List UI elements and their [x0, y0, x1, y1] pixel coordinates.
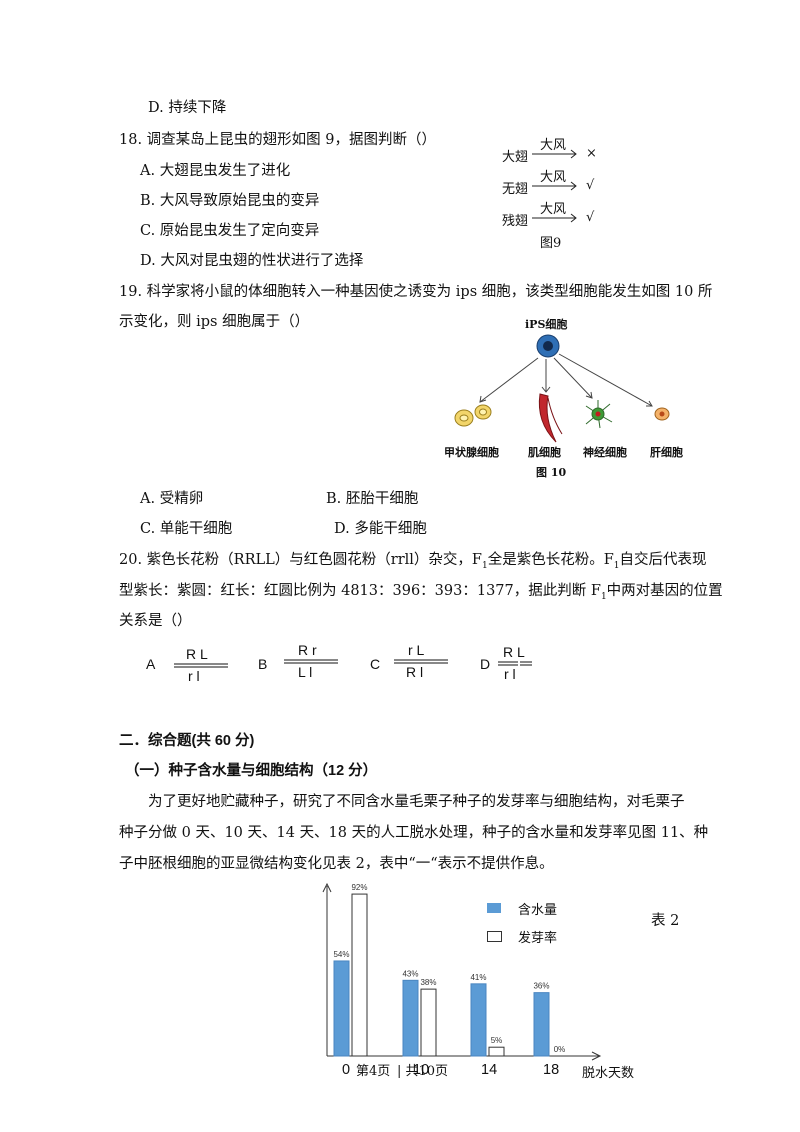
fig10-nerve-label: 神经细胞 [583, 446, 627, 459]
bar-water-18 [533, 992, 550, 1057]
legend-germination-swatch [487, 931, 502, 942]
thyroid-cell-icon [454, 404, 492, 427]
legend-water-swatch [487, 903, 501, 913]
fig9-row1-result: × [586, 146, 597, 161]
table-2-label: 表 2 [651, 913, 680, 929]
q20-option-b-top: R r [298, 642, 317, 658]
fig10-muscle-label: 肌细胞 [528, 446, 561, 459]
fig10-diagram [454, 334, 670, 443]
bar-label-germination-0: 92% [351, 883, 367, 892]
q19-stem-line1: 19. 科学家将小鼠的体细胞转入一种基因使之诱变为 ips 细胞，该类型细胞能发… [119, 284, 713, 300]
q20-chromosome-lines [174, 659, 532, 668]
x-tick-14: 14 [481, 1062, 498, 1078]
q19-stem-line2: 示变化，则 ips 细胞属于（） [119, 314, 310, 330]
bar-label-germination-10: 38% [420, 978, 436, 987]
fig9-row2-result: √ [586, 178, 595, 193]
q20-option-a-letter: A [146, 656, 156, 672]
bar-germination-10 [420, 988, 437, 1057]
q20-option-a-top: R L [186, 646, 208, 662]
fig9-arrows [532, 149, 577, 223]
q20-line3: 关系是（） [119, 613, 192, 629]
q20-line1: 20. 紫色长花粉（RRLL）与红色圆花粉（rrll）杂交，F1全是紫色长花粉。… [119, 552, 707, 571]
q20-option-c-letter: C [370, 656, 381, 672]
q20-option-b-bottom: L l [298, 664, 313, 680]
bar-label-water-0: 54% [333, 950, 349, 959]
legend-water-label: 含水量 [518, 902, 558, 917]
q20-option-d-letter: D [480, 656, 491, 672]
bar-water-10 [402, 979, 419, 1057]
q20-option-d-bottom: r l [504, 666, 516, 682]
muscle-cell-icon [538, 393, 563, 443]
q18-option-a: A. 大翅昆虫发生了进化 [140, 163, 291, 179]
liver-cell-icon [654, 407, 670, 421]
q19-option-c: C. 单能干细胞 [140, 521, 233, 537]
section2-paragraph-line2: 种子分做 0 天、10 天、14 天、18 天的人工脱水处理，种子的含水量和发芽… [119, 825, 709, 841]
section2-title: 二．综合题(共 60 分) [119, 733, 255, 749]
q20-option-c-bottom: R l [406, 664, 424, 680]
q17-option-d: D. 持续下降 [148, 100, 227, 116]
bar-water-0 [333, 960, 350, 1057]
q20-option-d-top: R L [503, 644, 525, 660]
figure-10: iPS细胞 [440, 314, 700, 484]
footer-total-pages: | 共10页 [397, 1064, 449, 1079]
y-axis-arrow [322, 882, 332, 893]
fig9-row3-result: √ [586, 210, 595, 225]
x-tick-0: 0 [342, 1062, 351, 1078]
bar-label-water-14: 41% [470, 973, 486, 982]
q19-option-a: A. 受精卵 [140, 491, 204, 507]
q20-line2: 型紫长：紫圆：红长：红圆比例为 4813：396：393：1377，据此判断 F… [119, 583, 723, 602]
fig9-row3-label: 残翅 [502, 214, 529, 229]
fig10-caption: 图 10 [536, 466, 567, 479]
fig9-row1-arrow-label: 大风 [540, 138, 567, 153]
footer-page-number: 第4页 [356, 1064, 391, 1079]
x-axis-arrow [591, 1051, 602, 1061]
q18-stem: 18. 调查某岛上昆虫的翅形如图 9，据图判断（） [119, 132, 437, 148]
section2-paragraph-line1: 为了更好地贮藏种子，研究了不同含水量毛栗子种子的发芽率与细胞结构，对毛栗子 [148, 794, 685, 810]
x-tick-10: 10 [413, 1062, 430, 1078]
bar-label-germination-14: 5% [491, 1036, 503, 1045]
bar-water-14 [470, 983, 487, 1057]
bar-germination-0 [351, 893, 368, 1057]
q20-option-a-bottom: r l [188, 668, 200, 684]
fig9-row2-label: 无翅 [502, 182, 529, 197]
fig9-row1-label: 大翅 [502, 150, 529, 165]
q20-option-c-top: r L [408, 642, 425, 658]
q18-option-d: D. 大风对昆虫翅的性状进行了选择 [140, 253, 364, 269]
fig9-row3-arrow-label: 大风 [540, 202, 567, 217]
q19-option-b: B. 胚胎干细胞 [326, 491, 419, 507]
nerve-cell-icon [585, 400, 613, 429]
fig10-liver-label: 肝细胞 [650, 446, 683, 459]
fig9-caption: 图9 [540, 236, 562, 251]
legend-germination-label: 发芽率 [518, 930, 558, 945]
bar-label-water-18: 36% [533, 982, 549, 991]
bar-label-germination-18: 0% [554, 1045, 566, 1054]
q18-option-b: B. 大风导致原始昆虫的变异 [140, 193, 320, 209]
fig10-ips-label: iPS细胞 [525, 318, 568, 331]
q19-option-d: D. 多能干细胞 [334, 521, 427, 537]
bar-germination-14 [488, 1046, 505, 1057]
section2-subsection1-title: （一）种子含水量与细胞结构（12 分） [125, 763, 378, 779]
fig9-row2-arrow-label: 大风 [540, 170, 567, 185]
bar-label-water-10: 43% [402, 969, 418, 978]
x-tick-18: 18 [543, 1062, 560, 1078]
q18-option-c: C. 原始昆虫发生了定向变异 [140, 223, 320, 239]
x-axis-label: 脱水天数 [582, 1065, 635, 1080]
q20-option-b-letter: B [258, 656, 268, 672]
figure-9: 大翅 大风 × 无翅 大风 √ 残翅 大风 √ 图9 [498, 134, 618, 251]
fig10-thyroid-label: 甲状腺细胞 [444, 446, 499, 459]
section2-paragraph-line3: 子中胚根细胞的亚显微结构变化见表 2，表中“一“表示不提供作息。 [119, 856, 554, 872]
water-germination-chart: 54% 92% 43%38% 41% 5% 36% 0% [322, 882, 602, 1061]
